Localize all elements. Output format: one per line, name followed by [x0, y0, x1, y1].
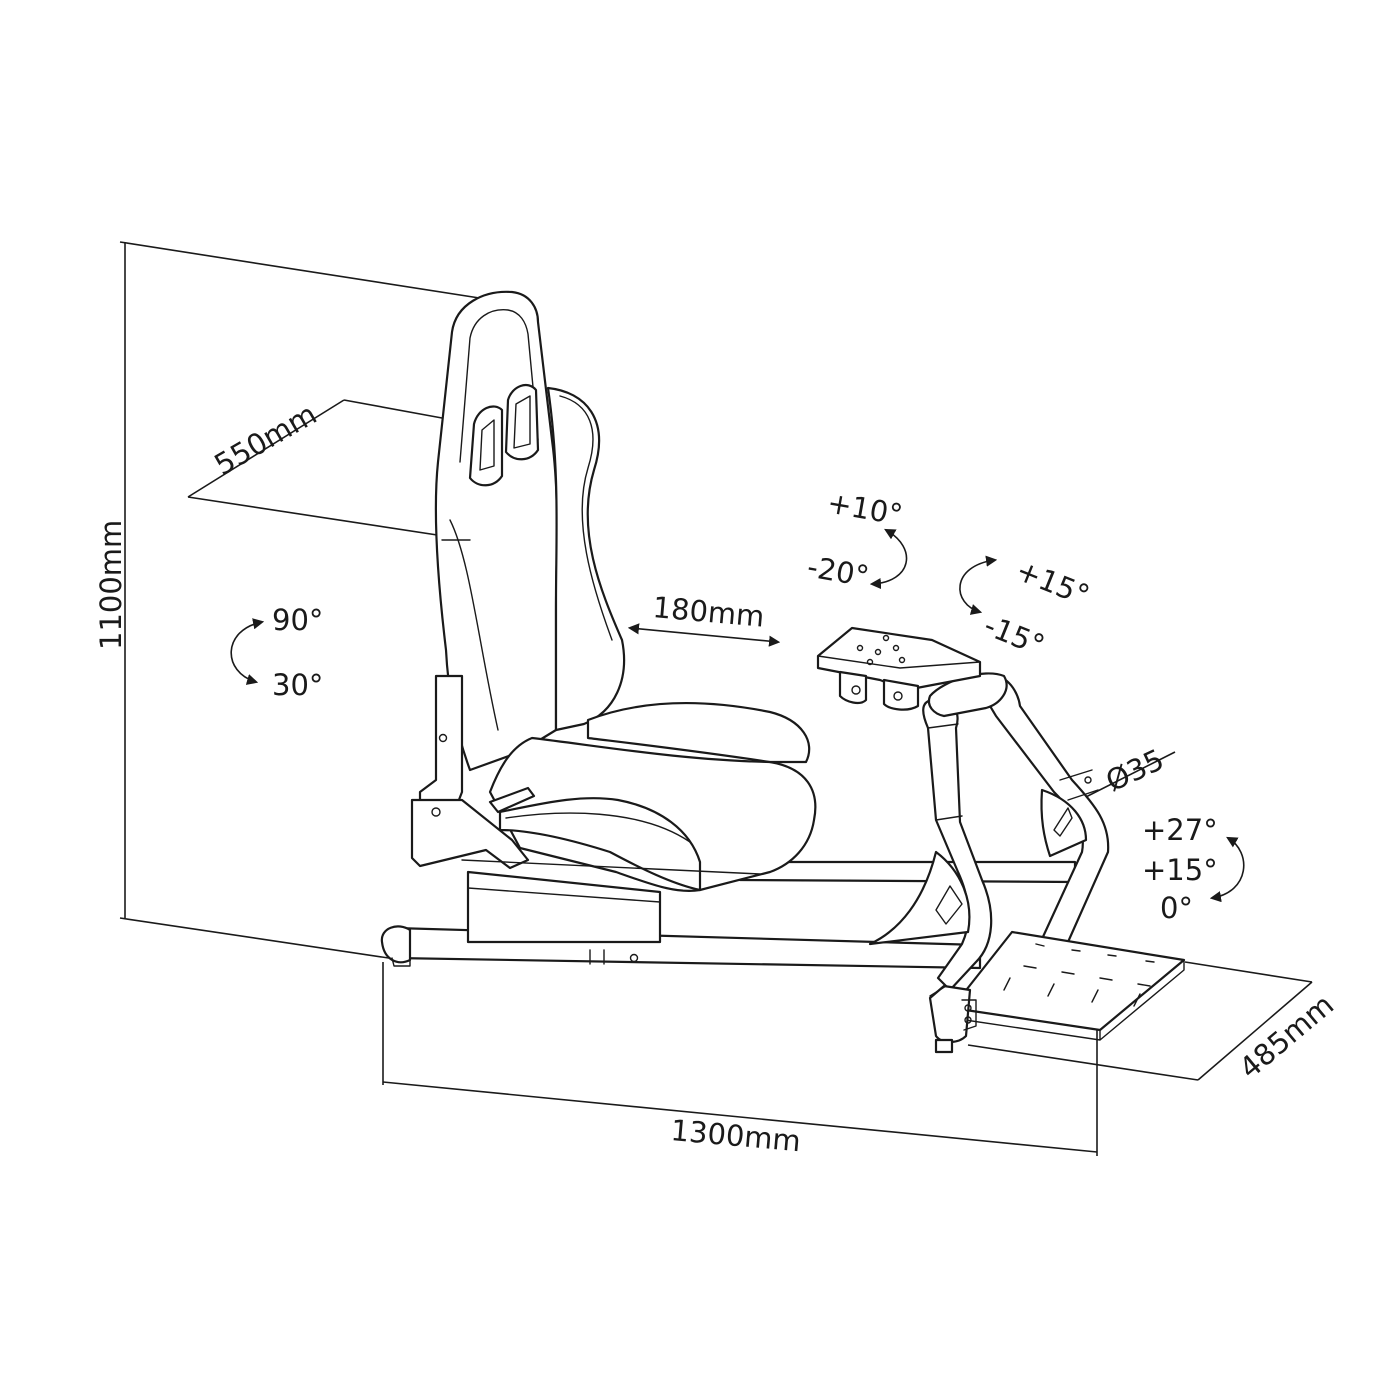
pedal-hinge [929, 985, 977, 1031]
seat-side-bracket-lower [410, 798, 530, 870]
seat-rear-bolster [586, 701, 811, 764]
tube-bolt [629, 953, 639, 963]
height-bottom-extension [119, 917, 403, 961]
seat-width-extension-top [343, 399, 443, 419]
height-top-extension [119, 241, 506, 303]
dimension-lines [119, 241, 1313, 1156]
pedal-extension-near [967, 1044, 1199, 1081]
pedal-assembly [928, 930, 1186, 1054]
base-length-label: 1300mm [669, 1113, 802, 1158]
pedal-hinge-bolt [964, 1004, 972, 1012]
seat-rail [461, 859, 761, 875]
side-plate-cutout [1053, 807, 1073, 837]
seat-front-seam [505, 812, 691, 843]
pedal-depth-dimension-line [1197, 981, 1313, 1081]
pedal-bracket-leg [928, 984, 972, 1044]
wheel-tilt-upper-label: +10° [825, 485, 905, 532]
racing-seat [410, 290, 817, 892]
wheel-rotate-upper-label: +15° [1011, 553, 1094, 613]
gap-label: 180mm [651, 590, 765, 634]
wheel-stand [816, 626, 1110, 992]
bolster-seam [559, 395, 613, 641]
rotation-arrows [230, 528, 1245, 903]
wheel-rotate-lower-label: -15° [979, 608, 1049, 663]
tube-diameter-label: Ø35 [1101, 742, 1170, 798]
backrest-side-seam [449, 519, 499, 731]
base-end-cap [380, 925, 412, 964]
seat-front-bolster [498, 797, 702, 892]
backrest-inner-line [459, 309, 539, 463]
base-length-dimension-line [382, 1081, 1098, 1153]
pedal-plate-slots [1003, 943, 1155, 1007]
base-frame [380, 860, 1077, 970]
bracket-bolt-upper [438, 733, 448, 743]
pedal-angle-arrow [1209, 836, 1245, 903]
seat-side-bracket-upper [418, 674, 464, 820]
pedal-angle-3-label: 0° [1160, 891, 1193, 925]
harness-slot-left-inner [479, 419, 495, 471]
height-label: 1100mm [94, 520, 128, 650]
wheel-tilt-lower-label: -20° [805, 549, 872, 593]
backrest-side-bolster [546, 386, 626, 732]
wheel-mount-clamp-right [882, 678, 920, 711]
recline-lever [488, 786, 536, 814]
rear-clamp-bolt [1084, 776, 1092, 784]
base-foot [391, 957, 411, 967]
clamp-knob-left [851, 685, 861, 695]
harness-slot-right [504, 383, 540, 461]
backrest-angle-upper-label: 90° [272, 603, 323, 637]
bracket-bolt-lower [431, 807, 441, 817]
wheel-tilt-arrow [869, 528, 908, 590]
seat-width-label: 550mm [209, 397, 323, 482]
seat-slider-bracket [466, 870, 662, 944]
tube-joint [589, 949, 605, 965]
seat-width-extension-bottom [187, 496, 471, 541]
backrest-angle-lower-label: 30° [272, 668, 323, 702]
pedal-hinge-bolt-2 [964, 1016, 972, 1024]
rear-tube-clamp [1059, 769, 1099, 801]
wheel-stand-side-plate [1040, 788, 1088, 858]
pedal-foot [934, 1038, 954, 1054]
gusset-cutout [935, 885, 963, 925]
wheel-plate-edge [817, 655, 981, 669]
slider-rail [467, 887, 661, 903]
seat-width-dimension-line [187, 399, 345, 498]
clamp-knob-right [893, 691, 903, 701]
base-cross-tube [738, 860, 1077, 884]
backrest-angle-arrow [230, 618, 265, 685]
pedal-extension-far [1184, 961, 1313, 983]
gap-arrow [627, 623, 781, 647]
wheel-plate-holes [856, 634, 906, 666]
wheel-rotate-arrow [959, 555, 998, 615]
harness-slot-right-inner [513, 395, 531, 449]
front-tube-joints [927, 723, 963, 821]
pedal-angle-1-label: +27° [1142, 813, 1218, 847]
pedal-angle-2-label: +15° [1142, 853, 1218, 887]
